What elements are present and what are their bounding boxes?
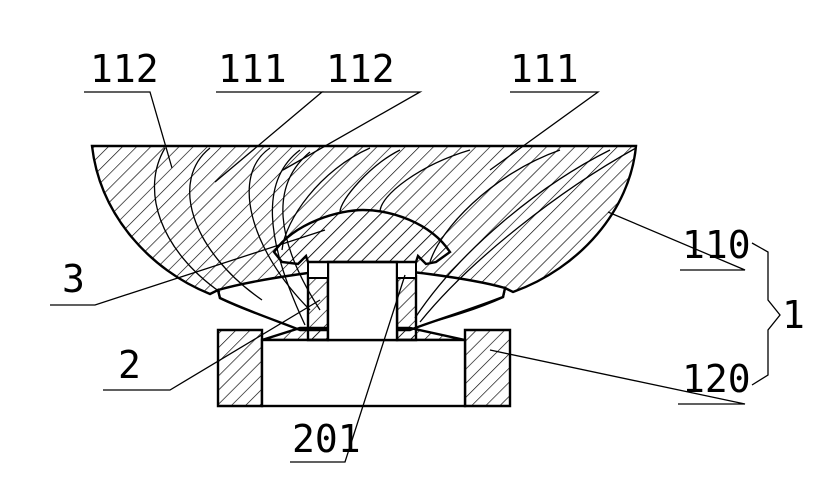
label-201: 201 (292, 417, 361, 461)
label-1: 1 (782, 293, 805, 337)
label-111-left: 111 (218, 47, 287, 91)
label-110: 110 (682, 223, 751, 267)
label-112-right: 112 (326, 47, 395, 91)
facet-lines (153, 147, 637, 326)
label-112-left: 112 (90, 47, 159, 91)
label-111-right: 111 (510, 47, 579, 91)
slot-201-right (396, 261, 417, 279)
slot-201-left (307, 261, 329, 279)
leader-lines (50, 91, 781, 463)
label-2: 2 (118, 343, 141, 387)
holder-2-right (395, 274, 418, 342)
cap-3 (272, 208, 452, 266)
holder-central-bore (326, 260, 399, 342)
label-120: 120 (682, 357, 751, 401)
label-3: 3 (62, 257, 85, 301)
mount-base-inner-cavity (260, 338, 467, 408)
